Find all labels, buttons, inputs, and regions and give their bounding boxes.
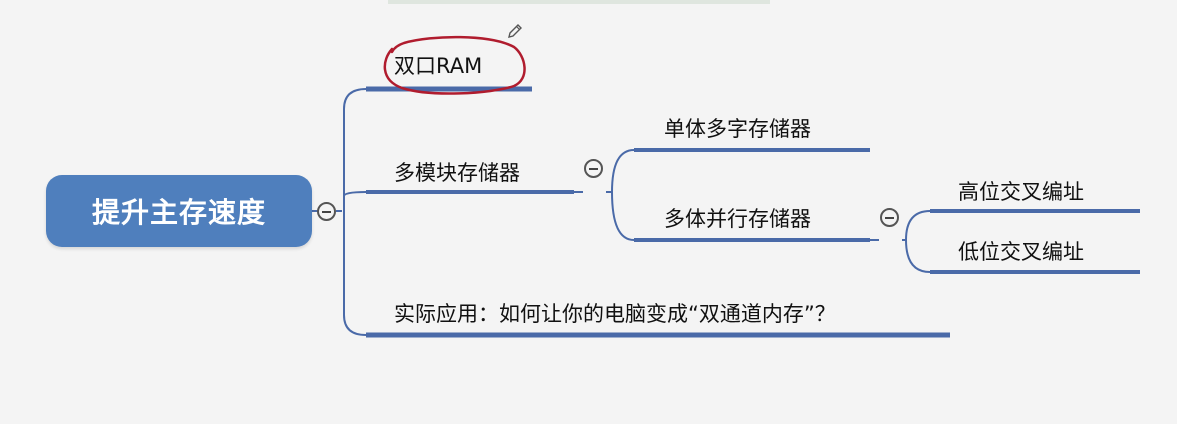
pencil-icon[interactable] — [506, 22, 524, 40]
annotation-circle — [383, 35, 526, 95]
parallel-collapse-button[interactable] — [880, 208, 899, 227]
node-practical-application[interactable]: 实际应用：如何让你的电脑变成“双通道内存”？ — [394, 302, 836, 326]
node-high-order-interleaving[interactable]: 高位交叉编址 — [958, 180, 1084, 204]
node-parallel-memory[interactable]: 多体并行存储器 — [664, 207, 811, 231]
multi-module-collapse-button[interactable] — [584, 159, 603, 178]
node-dual-port-ram[interactable]: 双口RAM — [394, 54, 483, 78]
root-collapse-button[interactable] — [317, 202, 336, 221]
node-low-order-interleaving[interactable]: 低位交叉编址 — [958, 240, 1084, 264]
node-multi-module-memory[interactable]: 多模块存储器 — [394, 161, 520, 185]
root-node[interactable]: 提升主存速度 — [46, 175, 312, 247]
toolbar-strip — [388, 0, 770, 4]
root-label: 提升主存速度 — [91, 196, 266, 229]
node-single-multi-word-memory[interactable]: 单体多字存储器 — [664, 117, 811, 141]
